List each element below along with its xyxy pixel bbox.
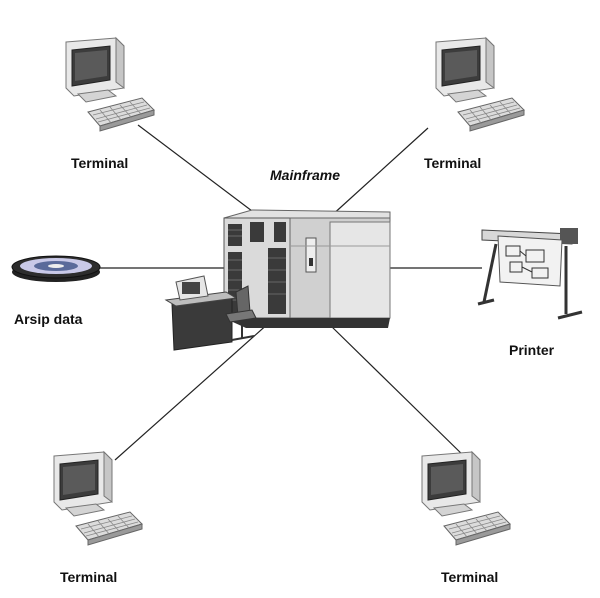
connection-terminal-tr	[329, 127, 429, 218]
label-mainframe: Mainframe	[270, 167, 340, 183]
terminal-icon	[53, 451, 143, 546]
label-printer: Printer	[509, 342, 555, 358]
label-archive: Arsip data	[14, 311, 83, 327]
label-terminal-br: Terminal	[441, 569, 498, 585]
connection-terminal-tl	[137, 124, 261, 218]
connection-lines	[100, 124, 482, 461]
label-terminal-tl: Terminal	[71, 155, 128, 171]
mainframe-icon	[164, 209, 391, 351]
terminal-icon	[421, 451, 511, 546]
label-terminal-tr: Terminal	[424, 155, 481, 171]
connection-terminal-br	[329, 324, 469, 461]
label-terminal-bl: Terminal	[60, 569, 117, 585]
terminal-icon	[65, 37, 155, 132]
connection-terminal-bl	[114, 321, 271, 461]
plotter-printer-icon	[477, 228, 583, 320]
tape-reel-icon	[11, 255, 101, 282]
terminal-icon	[435, 37, 525, 132]
